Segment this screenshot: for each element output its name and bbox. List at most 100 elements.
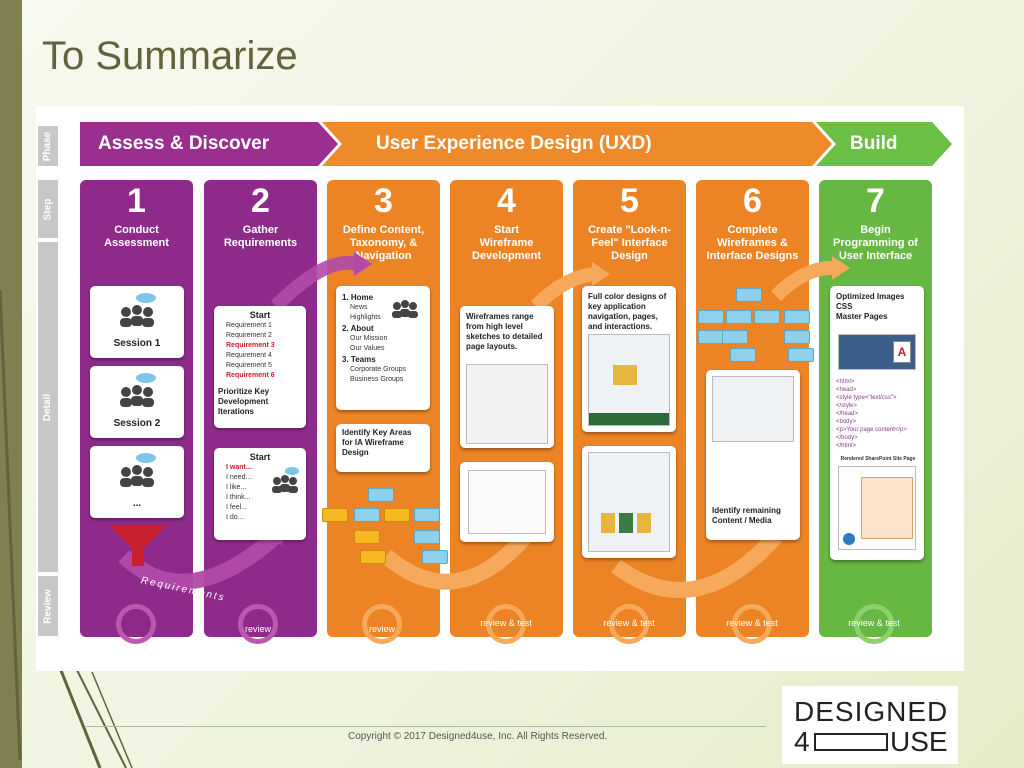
visual-design-image — [588, 334, 670, 426]
requirements-list: Requirement 1 Requirement 2 Requirement … — [218, 321, 302, 381]
outline-item: Our Values — [350, 344, 424, 354]
outline-item: Business Groups — [350, 375, 424, 385]
list-item: I feel... — [226, 503, 302, 513]
outline-heading: 2. About — [342, 323, 424, 334]
sitemap-node — [698, 310, 724, 324]
review-label: review & test — [844, 618, 904, 629]
review-label: review — [228, 624, 288, 635]
outline-item: Our Mission — [350, 334, 424, 344]
logo-text-left: 4 — [794, 726, 810, 758]
card-caption: Prioritize Key Development Iterations — [218, 387, 302, 417]
requirements-card: Start Requirement 1 Requirement 2 Requir… — [214, 306, 306, 428]
list-item: Requirement 6 — [226, 371, 302, 381]
app-icon: A — [893, 341, 911, 363]
review-label: review & test — [476, 618, 536, 629]
wireframe-note-card: Wireframes range from high level sketche… — [460, 306, 554, 448]
sitemap-node — [730, 348, 756, 362]
code-line: <body> — [836, 418, 907, 426]
logo-box — [814, 733, 888, 751]
group-icon — [388, 296, 422, 322]
slide-title: To Summarize — [42, 34, 298, 79]
visual-design-card-2 — [582, 446, 676, 558]
sitemap-outline-card: 1. Home NewsHighlights 2. About Our Miss… — [336, 286, 430, 410]
outline-heading: 3. Teams — [342, 354, 424, 365]
sitemap-node — [784, 330, 810, 344]
code-line: <p>Your page content</p> — [836, 426, 907, 434]
review-cycle-icon — [116, 604, 156, 644]
list-item: Requirement 5 — [226, 361, 302, 371]
sitemap-node — [788, 348, 814, 362]
visual-design-image — [588, 452, 670, 552]
code-line: </body> — [836, 434, 907, 442]
funnel-icon — [108, 520, 168, 570]
needs-card: Start I want... I need... I like... I th… — [214, 448, 306, 540]
rendered-page-wireframe — [838, 466, 916, 550]
list-item: Requirement 3 — [226, 341, 302, 351]
master-page-image: A — [838, 334, 916, 370]
ia-note-card: Identify Key Areas for IA Wireframe Desi… — [336, 424, 430, 472]
sitemap-node — [322, 508, 348, 522]
group-icon — [114, 292, 160, 332]
build-card: Optimized Images CSS Master Pages A <htm… — [830, 286, 924, 560]
sitemap-node — [784, 310, 810, 324]
sitemap-node — [414, 530, 440, 544]
sitemap-node — [384, 508, 410, 522]
session-card-2: Session 2 — [90, 366, 184, 438]
card-note: Wireframes range from high level sketche… — [466, 312, 548, 352]
sitemap-node — [722, 330, 748, 344]
visual-design-note-card: Full color designs of key application na… — [582, 286, 676, 432]
wireframe-layout-image — [468, 470, 546, 534]
session-card-1: Session 1 — [90, 286, 184, 358]
group-icon — [114, 372, 160, 412]
card-note: Identify remaining Content / Media — [712, 506, 796, 526]
sitemap-node — [368, 488, 394, 502]
logo-text-right: USE — [890, 726, 948, 758]
wireframe-sketch-image — [466, 364, 548, 444]
code-line: </head> — [836, 410, 907, 418]
process-diagram: Phase Step Detail Review Assess & Discov… — [36, 106, 964, 671]
sitemap-node — [754, 310, 780, 324]
group-icon — [268, 466, 302, 496]
review-label: review & test — [599, 618, 659, 629]
card-note: Identify Key Areas for IA Wireframe Desi… — [342, 428, 424, 458]
session-label: Session 2 — [90, 418, 184, 429]
review-label: review & test — [722, 618, 782, 629]
build-item: Optimized Images — [836, 292, 918, 302]
card-title: Start — [218, 310, 302, 321]
sitemap-node — [354, 530, 380, 544]
outline-item: Corporate Groups — [350, 365, 424, 375]
page-stack-image — [712, 376, 794, 442]
sitemap-node — [726, 310, 752, 324]
code-line: <html> — [836, 378, 907, 386]
code-sample: <html> <head> <style type="text/css"> </… — [836, 378, 907, 450]
session-label: Session 1 — [90, 338, 184, 349]
card-title: Start — [218, 452, 302, 463]
sitemap-node — [354, 508, 380, 522]
sitemap-node — [422, 550, 448, 564]
list-item: Requirement 2 — [226, 331, 302, 341]
code-line: <style type="text/css"> — [836, 394, 907, 402]
ie-icon — [843, 533, 855, 545]
rendered-page-caption: Rendered SharePoint Site Page — [836, 456, 920, 462]
logo-text-top: DESIGNED — [794, 696, 948, 728]
review-label: review — [352, 624, 412, 635]
designed4use-logo: DESIGNED 4 USE — [782, 686, 958, 764]
group-icon — [114, 452, 160, 492]
sitemap-node — [414, 508, 440, 522]
copyright-text: Copyright © 2017 Designed4use, Inc. All … — [348, 731, 607, 742]
session-card-3: ... — [90, 446, 184, 518]
code-line: <head> — [836, 386, 907, 394]
build-item: CSS — [836, 302, 918, 312]
list-item: Requirement 4 — [226, 351, 302, 361]
sitemap-node — [698, 330, 724, 344]
footer-divider — [86, 726, 766, 727]
code-line: </html> — [836, 442, 907, 450]
build-item: Master Pages — [836, 312, 918, 322]
sitemap-node — [736, 288, 762, 302]
sitemap-node — [360, 550, 386, 564]
session-label: ... — [90, 498, 184, 509]
card-note: Full color designs of key application na… — [588, 292, 670, 332]
code-line: </style> — [836, 402, 907, 410]
wireframe-layout-card — [460, 462, 554, 542]
content-media-card: Identify remaining Content / Media — [706, 370, 800, 540]
